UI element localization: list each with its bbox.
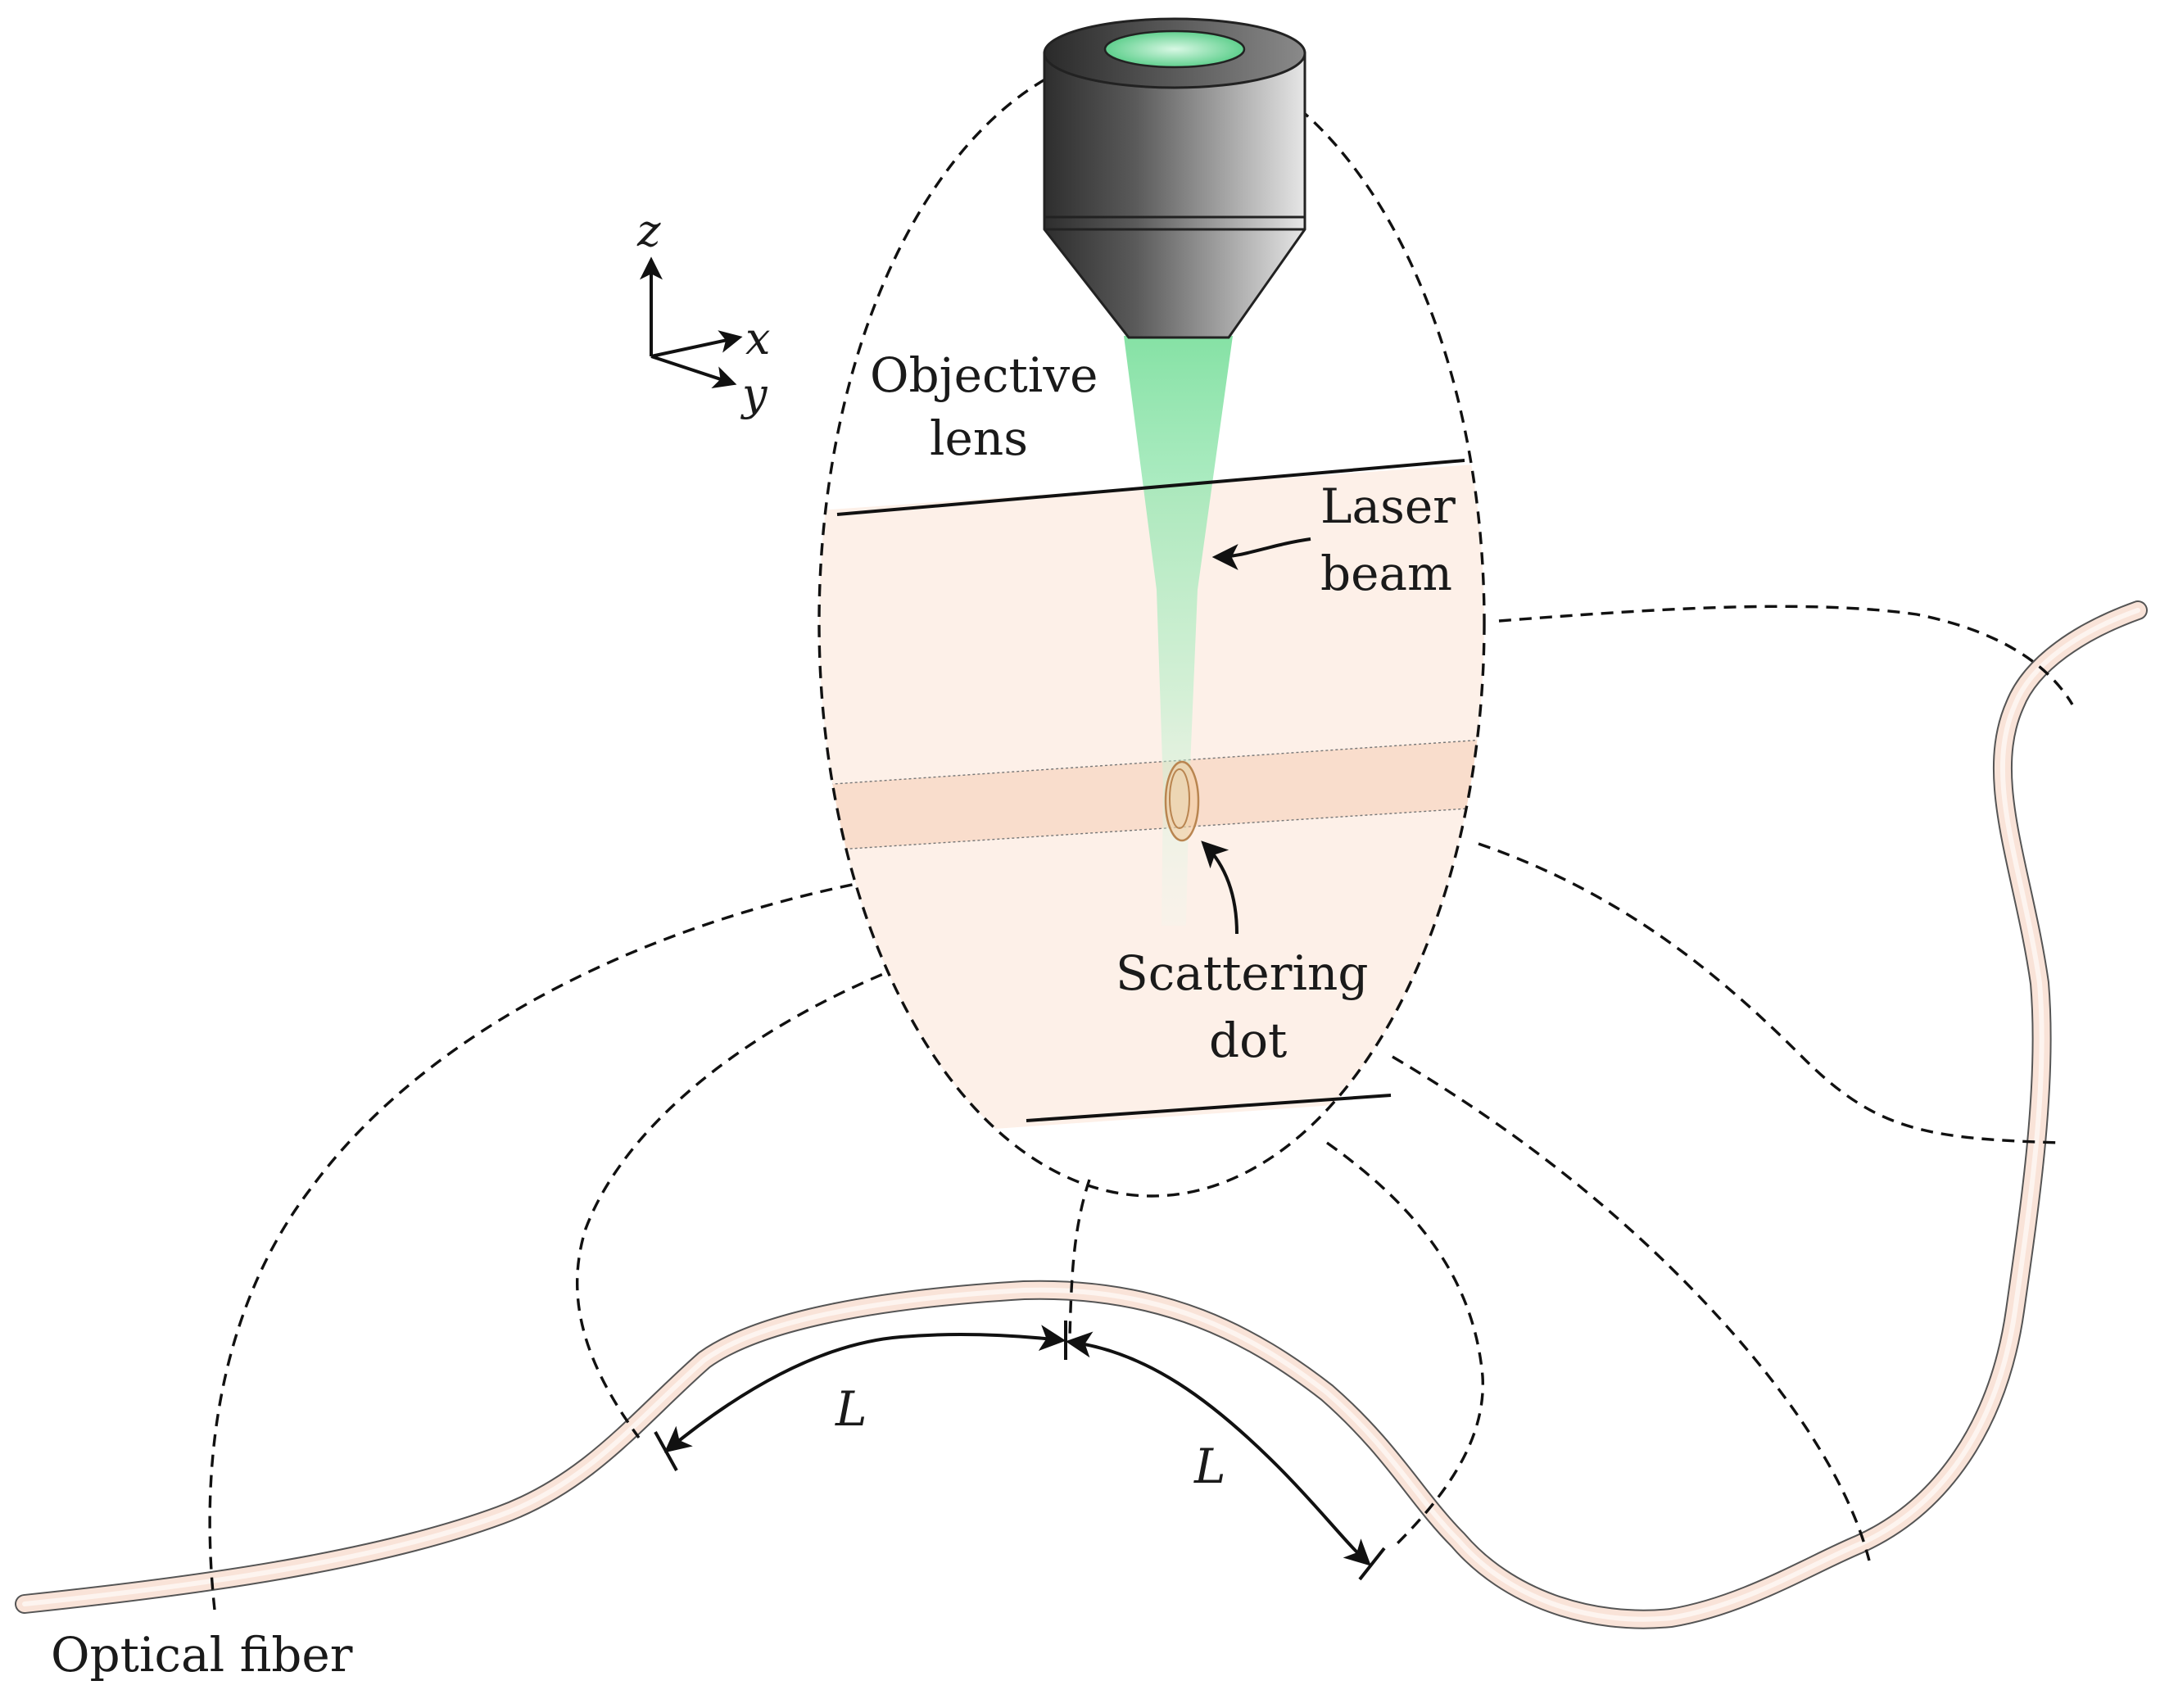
optical-fiber-label: Optical fiber — [51, 1627, 353, 1683]
zoom-guide-lines — [208, 605, 2074, 1611]
x-axis-line — [650, 330, 743, 358]
objective-lens-label-line2: lens — [930, 410, 1028, 466]
objective-lens-label-line1: Objective — [870, 347, 1098, 403]
length-arrow-right — [1065, 1331, 1371, 1566]
magnified-region — [817, 48, 1486, 1198]
zoom-inner — [1068, 1179, 1091, 1338]
scattering-dot-label-line2: dot — [1209, 1013, 1287, 1068]
zoom-mid-left — [576, 965, 902, 1439]
text-labels: Objective lens Laser beam Scattering dot… — [51, 347, 1456, 1683]
length-arrow-left — [663, 1325, 1066, 1453]
length-label-right: L — [1193, 1438, 1226, 1494]
focal-band-bottom-edge — [819, 802, 1484, 857]
laser-beam-pointer — [1211, 537, 1311, 570]
slab-bottom-edge — [1026, 1094, 1392, 1122]
objective-lens — [1043, 17, 1306, 339]
scattering-dot-inner — [1169, 768, 1190, 829]
slab-top-edge — [836, 459, 1465, 516]
coordinate-axes: z x y — [636, 205, 770, 420]
length-markers: L L — [654, 1321, 1386, 1581]
laser-beam-label-line1: Laser — [1320, 478, 1456, 534]
laser-beam-label-line2: beam — [1320, 546, 1452, 601]
zoom-outer-right-bottom — [1392, 1055, 1871, 1561]
zoom-outer-left — [208, 879, 873, 1611]
zoom-outer-right-lower — [1478, 842, 2061, 1144]
y-axis-label: y — [740, 369, 768, 420]
fiber-core — [22, 608, 2140, 1622]
z-axis-label: z — [636, 205, 661, 256]
callouts — [1201, 537, 1311, 935]
scattering-dot-label-line1: Scattering — [1116, 945, 1369, 1001]
zoom-outer-right — [1498, 605, 2074, 705]
scattering-dot-pointer — [1201, 840, 1238, 935]
length-tick-left — [654, 1431, 678, 1471]
focal-band-top-edge — [819, 734, 1484, 791]
focal-band — [819, 735, 1484, 856]
length-label-left: L — [835, 1381, 867, 1437]
x-axis-label: x — [745, 313, 770, 365]
y-axis-line — [650, 355, 737, 388]
objective-glass — [1103, 29, 1246, 69]
objective-cone — [1043, 215, 1306, 339]
optical-fiber — [15, 600, 2148, 1629]
length-tick-right — [1358, 1547, 1386, 1581]
zoom-mid-right — [1326, 1141, 1484, 1546]
